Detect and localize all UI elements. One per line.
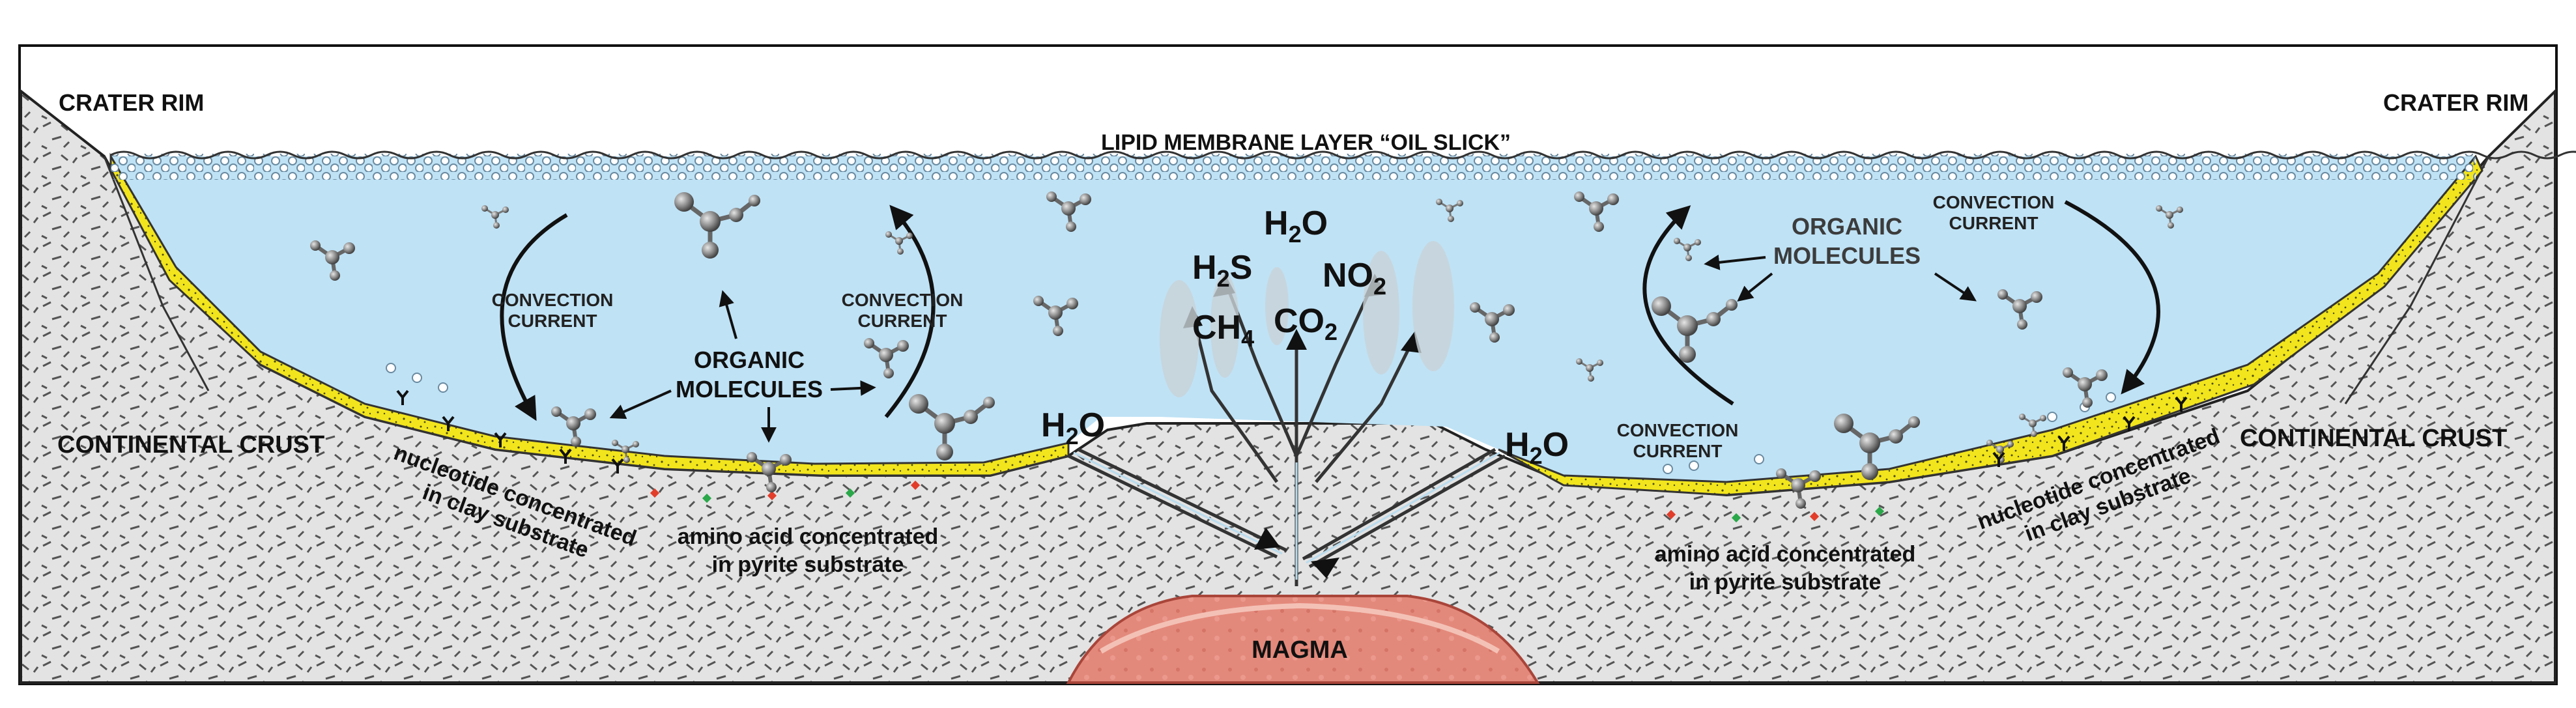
crust-fault-right xyxy=(2344,156,2490,404)
amino-line: amino acid concentrated xyxy=(678,524,939,549)
continental-crust-left-label: CONTINENTAL CRUST xyxy=(57,431,324,459)
amino-line: in pyrite substrate xyxy=(1689,570,1882,595)
crater-water xyxy=(111,156,2476,482)
convection-line: CURRENT xyxy=(508,311,597,331)
organic-line: ORGANIC xyxy=(694,347,805,373)
gas-sub: 2 xyxy=(1066,423,1079,449)
gas-h2s: H2S xyxy=(1192,249,1252,292)
water-surface-line xyxy=(110,150,2576,160)
organic-line: ORGANIC xyxy=(1792,213,1902,240)
convection-arrows xyxy=(500,200,2160,421)
vent-channel-fill xyxy=(1073,451,1500,580)
gas-co2: CO2 xyxy=(1274,302,1338,345)
sediment-right xyxy=(1498,154,2483,496)
pointer-arrows xyxy=(609,254,1977,443)
convection-left-1-label: CONVECTION CURRENT xyxy=(492,290,614,331)
convection-line: CURRENT xyxy=(1949,213,2039,233)
gas-base: H xyxy=(1505,426,1530,464)
gas-tail: O xyxy=(1302,205,1328,242)
organic-left-label: ORGANIC MOLECULES xyxy=(676,347,823,403)
gas-tail: O xyxy=(1543,426,1569,464)
gas-base: NO xyxy=(1323,257,1373,294)
lipid-layer-label: LIPID MEMBRANE LAYER “OIL SLICK” xyxy=(1101,130,1511,155)
gas-base: CH xyxy=(1192,309,1241,347)
gas-base: H xyxy=(1264,205,1289,242)
convection-right-2-label: CONVECTION CURRENT xyxy=(1933,192,2055,233)
amino-right-label: amino acid concentrated in pyrite substr… xyxy=(1655,542,1916,595)
gas-ch4: CH4 xyxy=(1192,309,1254,352)
organic-right-label: ORGANIC MOLECULES xyxy=(1773,213,1921,269)
convection-line: CONVECTION xyxy=(1617,420,1739,440)
edge-bubbles xyxy=(386,363,2116,474)
convection-left-2-label: CONVECTION CURRENT xyxy=(842,290,964,331)
steam-plumes xyxy=(1160,241,1454,397)
crater-rim-left-label: CRATER RIM xyxy=(59,89,204,116)
convection-right-1-label: CONVECTION CURRENT xyxy=(1617,420,1739,461)
organic-line: MOLECULES xyxy=(676,376,823,403)
convection-line: CONVECTION xyxy=(492,290,614,310)
gas-sub: 2 xyxy=(1530,442,1543,469)
convection-line: CURRENT xyxy=(858,311,947,331)
gas-h2o-left: H2O xyxy=(1041,406,1105,449)
continental-crust-right-label: CONTINENTAL CRUST xyxy=(2240,425,2507,452)
gas-sub: 4 xyxy=(1241,325,1254,352)
gas-h2o-right: H2O xyxy=(1505,426,1569,469)
crust-fault-left xyxy=(103,156,210,391)
amino-line: in pyrite substrate xyxy=(712,552,904,577)
organic-line: MOLECULES xyxy=(1773,242,1921,269)
gas-sub: 2 xyxy=(1217,265,1230,292)
gas-base: CO xyxy=(1274,302,1324,340)
magma-glow xyxy=(1099,602,1500,654)
magma-label: MAGMA xyxy=(1252,636,1348,664)
crater-rim-right-label: CRATER RIM xyxy=(2383,89,2528,116)
gas-h2o-top: H2O xyxy=(1264,205,1328,248)
gas-sub: 2 xyxy=(1373,273,1386,300)
convection-line: CONVECTION xyxy=(842,290,964,310)
gas-sub: 2 xyxy=(1289,221,1302,248)
gas-base: H xyxy=(1041,406,1066,444)
gas-base: H xyxy=(1192,249,1217,287)
vent-channels xyxy=(1067,279,1506,586)
amino-left-label: amino acid concentrated in pyrite substr… xyxy=(678,524,939,577)
gas-tail: S xyxy=(1230,249,1253,287)
convection-line: CONVECTION xyxy=(1933,192,2055,212)
gas-sub: 2 xyxy=(1324,319,1338,345)
amino-line: amino acid concentrated xyxy=(1655,542,1916,567)
convection-line: CURRENT xyxy=(1633,441,1723,461)
nucleotide-marks xyxy=(396,389,2188,474)
gas-no2: NO2 xyxy=(1323,257,1386,300)
gas-tail: O xyxy=(1079,406,1105,444)
